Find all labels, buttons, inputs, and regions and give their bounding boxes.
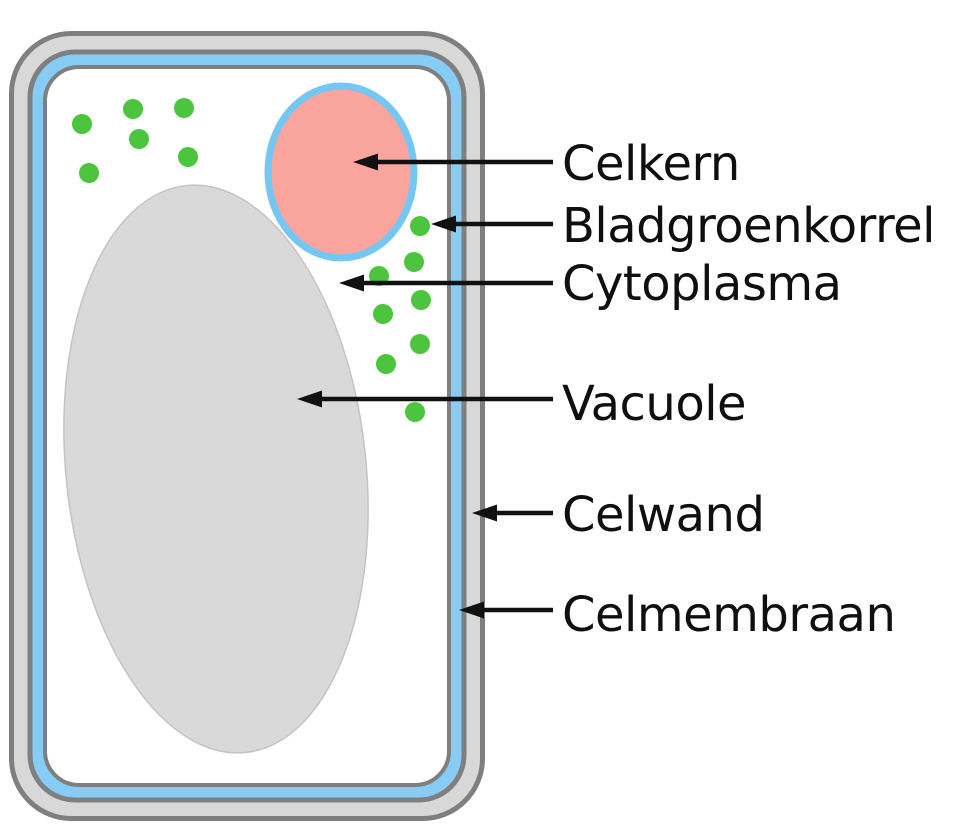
arrowhead-icon [459, 601, 484, 619]
chloroplast-dot [376, 354, 396, 374]
arrowhead-icon [472, 504, 497, 522]
arrowhead-icon [353, 153, 378, 171]
arrowhead-icon [339, 274, 364, 292]
chloroplast-dot [129, 129, 149, 149]
chloroplast-dot [373, 304, 393, 324]
chloroplast-dot [405, 402, 425, 422]
arrow-cytoplasma [339, 274, 553, 292]
chloroplast-dot [411, 290, 431, 310]
nucleus-shape [264, 82, 418, 262]
label-vacuole: Vacuole [562, 376, 746, 432]
label-cytoplasma: Cytoplasma [562, 256, 842, 312]
chloroplast-dot [174, 98, 194, 118]
vacuole-shape [63, 184, 369, 754]
arrowhead-icon [431, 215, 456, 233]
chloroplast-dot [410, 334, 430, 354]
chloroplast-dot [79, 163, 99, 183]
arrow-celmembraan [459, 601, 553, 619]
arrow-celwand [472, 504, 553, 522]
chloroplast-dot [404, 252, 424, 272]
arrow-bladgroenkorrel [431, 215, 553, 233]
chloroplast-dot [178, 147, 198, 167]
chloroplast-dot [123, 99, 143, 119]
label-celmembraan: Celmembraan [562, 587, 895, 643]
arrow-celkern [353, 153, 553, 171]
chloroplast-cluster-left [72, 98, 198, 183]
arrowhead-icon [297, 390, 322, 408]
label-celwand: Celwand [562, 487, 764, 543]
label-bladgroenkorrel: Bladgroenkorrel [562, 198, 935, 254]
chloroplast-dot [72, 114, 92, 134]
arrow-vacuole [297, 390, 553, 408]
label-celkern: Celkern [562, 136, 740, 192]
chloroplast-dot [410, 216, 430, 236]
